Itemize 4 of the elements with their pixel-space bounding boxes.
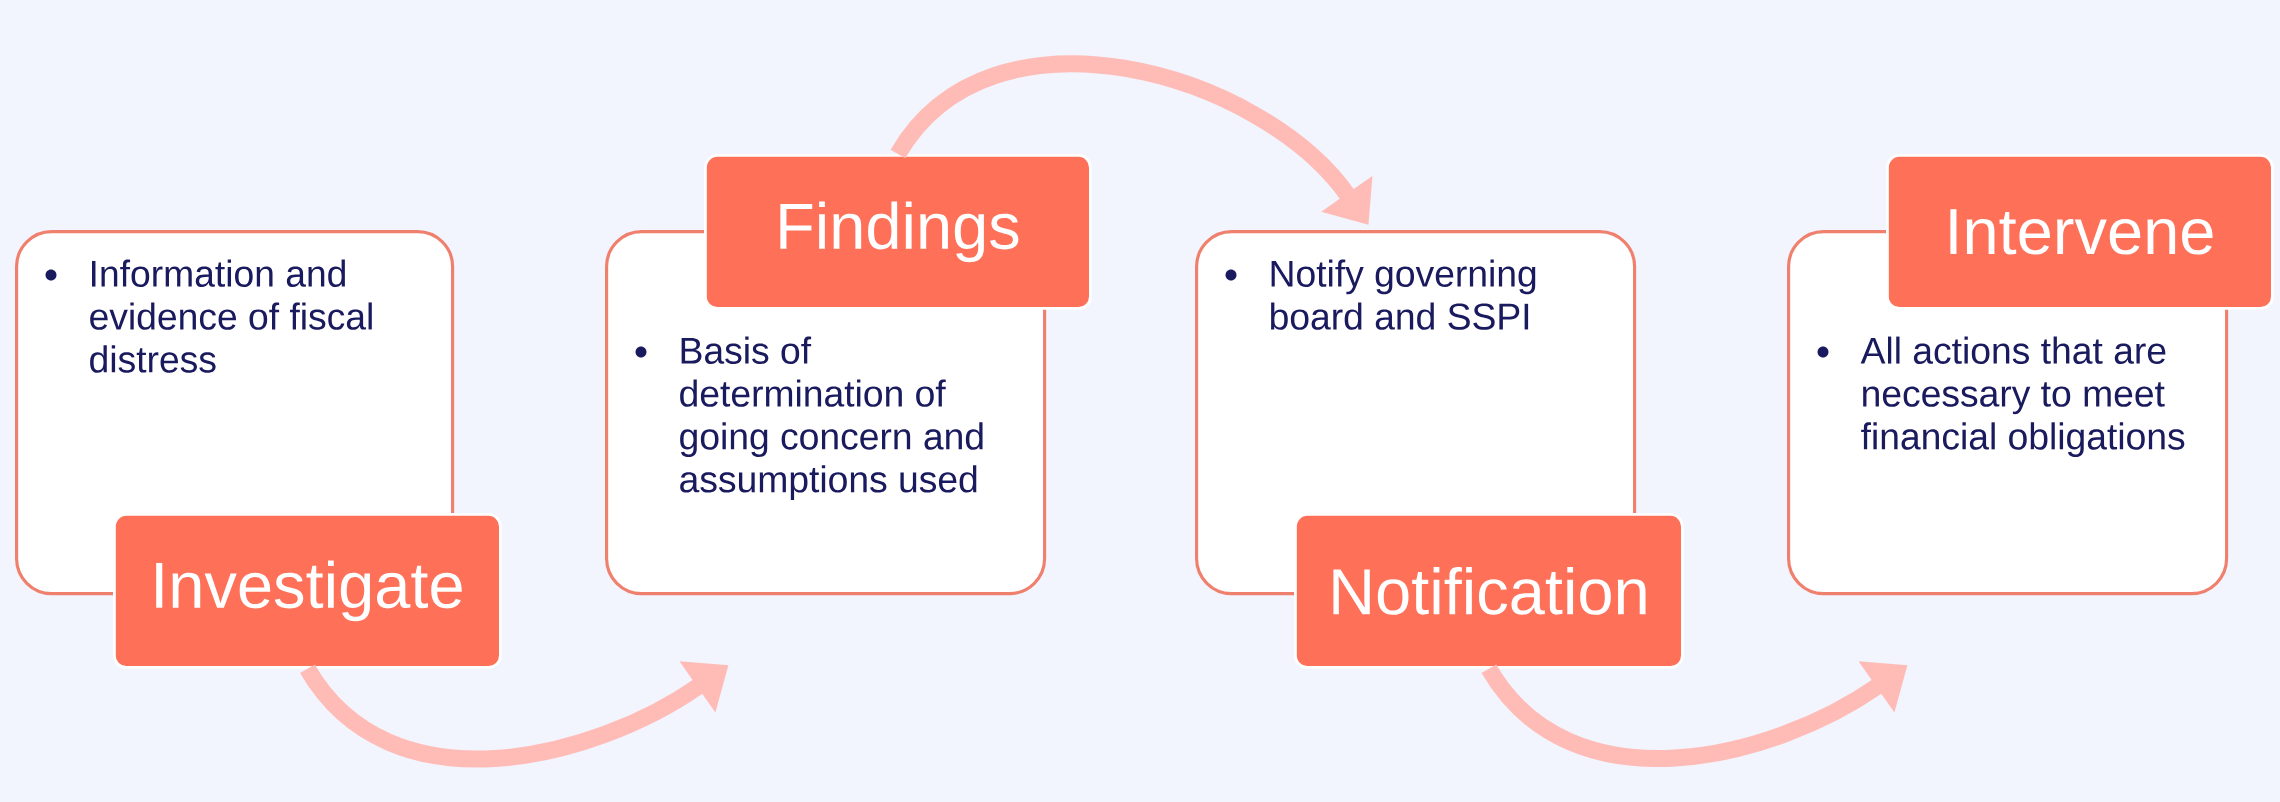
step-label: Intervene <box>1886 154 2274 310</box>
step-label: Notification <box>1294 513 1684 669</box>
step-label: Investigate <box>113 513 502 669</box>
step-label: Findings <box>704 154 1092 310</box>
